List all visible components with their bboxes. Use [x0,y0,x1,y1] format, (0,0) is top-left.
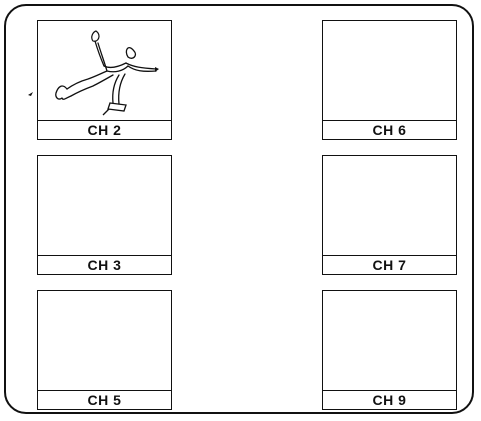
channel-preview-ch6 [323,21,456,123]
edge-mark [27,88,37,98]
channel-label-ch3: CH 3 [38,255,171,274]
channel-preview-ch2 [38,21,171,123]
channel-label-ch6: CH 6 [323,120,456,139]
channel-tile-ch9[interactable]: CH 9 [322,290,457,410]
channel-preview-ch9 [323,291,456,393]
channel-tile-ch3[interactable]: CH 3 [37,155,172,275]
channel-preview-ch3 [38,156,171,258]
channel-tile-ch7[interactable]: CH 7 [322,155,457,275]
channel-tile-ch5[interactable]: CH 5 [37,290,172,410]
channel-preview-ch7 [323,156,456,258]
skater-figure-image [38,21,170,123]
channel-label-ch5: CH 5 [38,390,171,409]
channel-label-ch2: CH 2 [38,120,171,139]
channel-preview-ch5 [38,291,171,393]
channel-tile-ch2[interactable]: CH 2 [37,20,172,140]
channel-tile-ch6[interactable]: CH 6 [322,20,457,140]
channel-label-ch7: CH 7 [323,255,456,274]
channel-label-ch9: CH 9 [323,390,456,409]
